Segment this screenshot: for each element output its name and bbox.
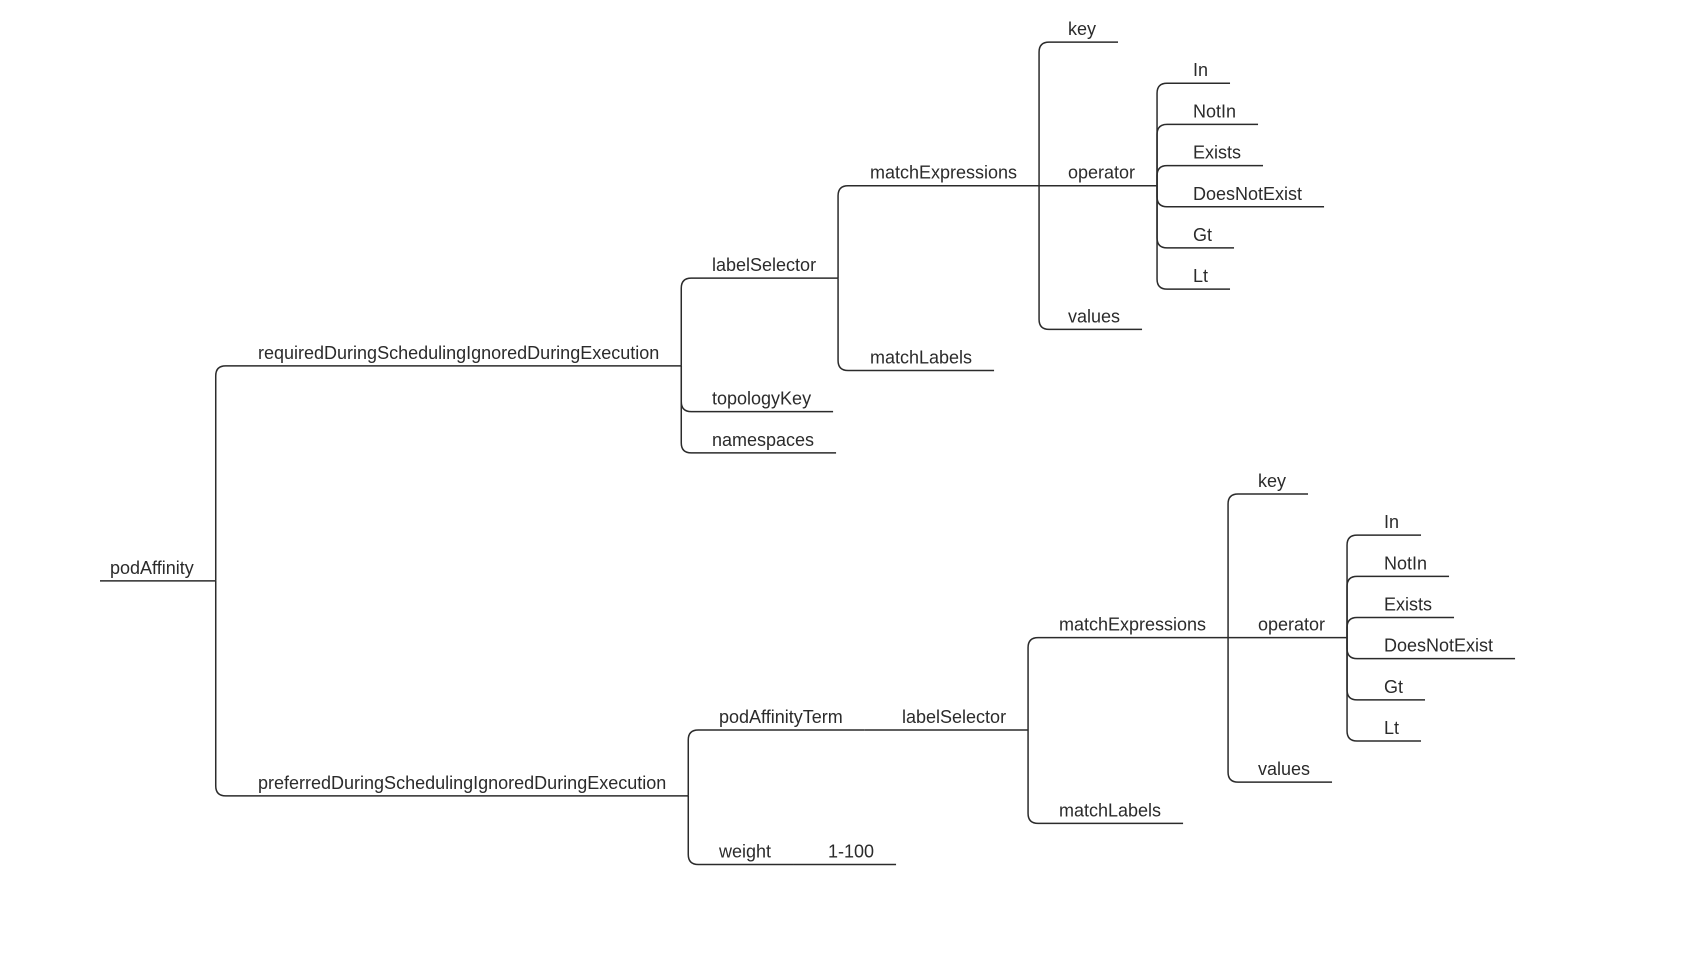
node-label-operator: operator <box>1068 163 1135 183</box>
connector-operator-to-lt <box>1346 637 1374 742</box>
connector-operator-to-gt <box>1346 637 1374 701</box>
connector-match-expressions-to-values <box>1227 637 1248 783</box>
connector-operator-to-exists <box>1346 616 1374 638</box>
connector-required-during-scheduling-ignored-during-execution-to-topology-key <box>680 365 702 413</box>
connector-operator-to-not-in <box>1346 575 1374 638</box>
node-label-weight: weight <box>718 842 771 862</box>
connector-label-selector-to-match-expressions <box>1027 636 1049 731</box>
node-label-does-not-exist: DoesNotExist <box>1384 636 1493 656</box>
node-label-in: In <box>1193 60 1208 80</box>
node-label-exists: Exists <box>1193 143 1241 163</box>
node-label-operator: operator <box>1258 615 1325 635</box>
node-label-does-not-exist: DoesNotExist <box>1193 184 1302 204</box>
node-label-pod-affinity: podAffinity <box>110 558 194 578</box>
node-label-lt: Lt <box>1193 266 1208 286</box>
connector-operator-to-does-not-exist <box>1346 637 1374 660</box>
node-label-match-expressions: matchExpressions <box>870 163 1017 183</box>
node-label-gt: Gt <box>1384 677 1403 697</box>
connector-pod-affinity-to-required-during-scheduling-ignored-during-execution <box>214 365 248 581</box>
connector-operator-to-in <box>1346 534 1374 638</box>
connector-operator-to-does-not-exist <box>1156 185 1183 208</box>
node-label-namespaces: namespaces <box>712 430 814 450</box>
connector-match-expressions-to-key <box>1227 493 1248 638</box>
node-label-match-labels: matchLabels <box>1059 800 1161 820</box>
connector-required-during-scheduling-ignored-during-execution-to-namespaces <box>680 365 702 454</box>
connector-required-during-scheduling-ignored-during-execution-to-label-selector <box>680 277 702 366</box>
node-label-key: key <box>1068 19 1096 39</box>
node-label-match-expressions: matchExpressions <box>1059 615 1206 635</box>
node-label-match-labels: matchLabels <box>870 348 972 368</box>
node-label-values: values <box>1068 306 1120 326</box>
node-label-gt: Gt <box>1193 225 1212 245</box>
connector-label-selector-to-match-expressions <box>837 184 860 279</box>
node-label-not-in: NotIn <box>1384 553 1427 573</box>
node-label-pod-affinity-term: podAffinityTerm <box>719 707 843 727</box>
node-label-in: In <box>1384 512 1399 532</box>
node-label-preferred-during-scheduling-ignored-during-execution: preferredDuringSchedulingIgnoredDuringEx… <box>258 773 666 793</box>
connector-label-selector-to-match-labels <box>1027 730 1049 825</box>
connector-preferred-during-scheduling-ignored-during-execution-to-pod-affinity-term <box>687 729 709 796</box>
node-label-not-in: NotIn <box>1193 101 1236 121</box>
node-label-required-during-scheduling-ignored-during-execution: requiredDuringSchedulingIgnoredDuringExe… <box>258 343 659 363</box>
node-label-exists: Exists <box>1384 595 1432 615</box>
connector-pod-affinity-to-preferred-during-scheduling-ignored-during-execution <box>214 580 248 797</box>
node-label-lt: Lt <box>1384 718 1399 738</box>
node-label-label-selector: labelSelector <box>902 707 1006 727</box>
node-label-values: values <box>1258 759 1310 779</box>
connector-operator-to-lt <box>1156 185 1183 290</box>
connector-match-expressions-to-values <box>1038 185 1058 331</box>
connector-operator-to-in <box>1156 82 1183 186</box>
node-label-topology-key: topologyKey <box>712 389 811 409</box>
node-label-key: key <box>1258 471 1286 491</box>
connector-preferred-during-scheduling-ignored-during-execution-to-weight <box>687 795 709 866</box>
connector-match-expressions-to-key <box>1038 41 1058 186</box>
connector-operator-to-exists <box>1156 164 1183 186</box>
connector-label-selector-to-match-labels <box>837 278 860 372</box>
node-label-label-selector: labelSelector <box>712 255 816 275</box>
nodes-layer: podAffinity requiredDuringSchedulingIgnor… <box>100 19 1516 866</box>
connectors-layer <box>214 41 1374 866</box>
connector-operator-to-gt <box>1156 185 1183 249</box>
node-label-1-100: 1-100 <box>828 842 874 862</box>
connector-operator-to-not-in <box>1156 123 1183 186</box>
